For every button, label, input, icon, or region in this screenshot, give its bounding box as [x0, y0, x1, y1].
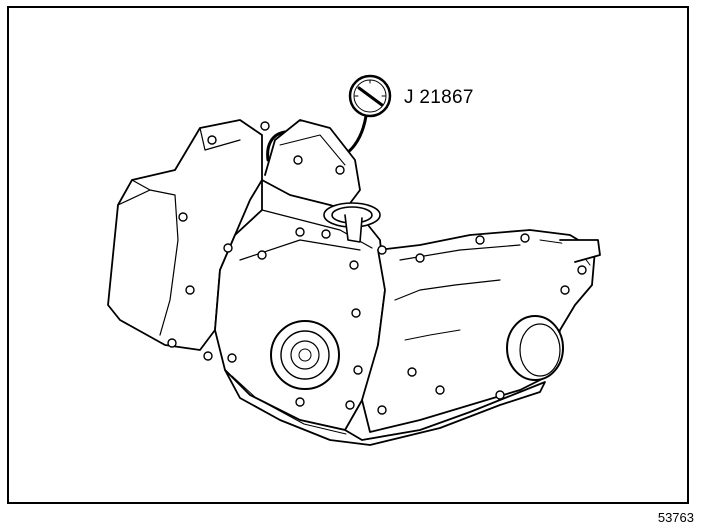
pressure-gauge-icon [348, 74, 392, 118]
top-cap [323, 202, 381, 243]
figure-number: 53763 [657, 510, 694, 525]
transmission-case [107, 119, 601, 446]
bolts [167, 121, 587, 415]
side-cover [506, 315, 564, 381]
tool-label: J 21867 [404, 87, 474, 108]
drive-hub [270, 320, 340, 390]
